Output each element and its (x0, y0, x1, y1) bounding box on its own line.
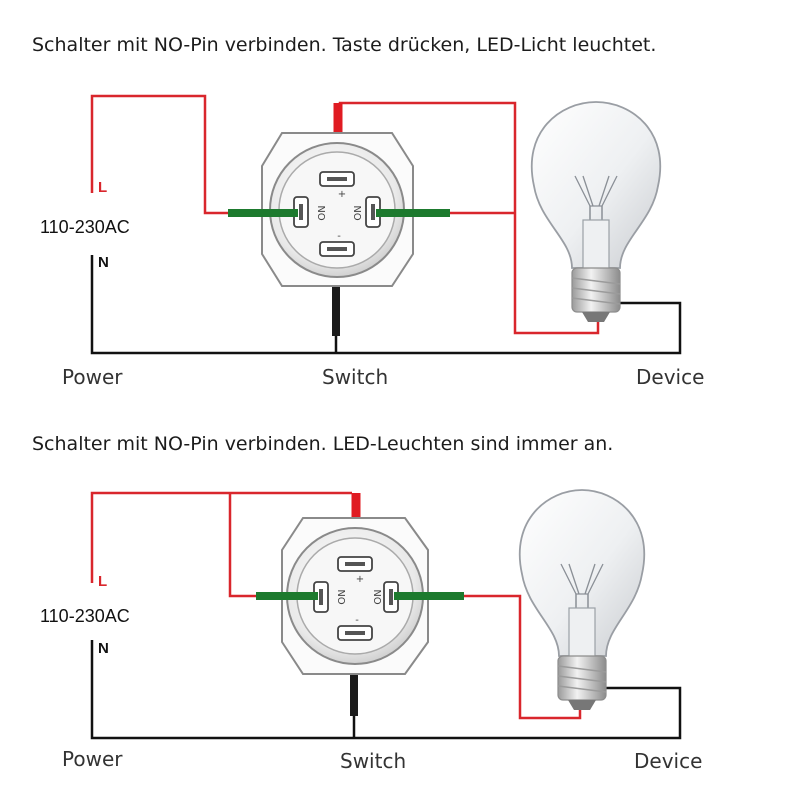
diagram-2: + NO NO - L 110-230AC N Power Switch Dev… (40, 489, 702, 773)
push-button-switch: + NO NO - (261, 132, 414, 287)
pin-minus-label: - (337, 231, 341, 242)
live-wire-branch-to-no (228, 493, 258, 598)
pin-no-left-label: NO (335, 589, 346, 604)
neutral-label: N (98, 640, 109, 657)
live-label: L (98, 573, 107, 590)
pin-no-right-label: NO (351, 205, 362, 220)
pin-plus-label: + (356, 574, 364, 585)
neutral-wire (90, 640, 682, 740)
light-bulb (531, 101, 661, 322)
live-wire-power-to-switch (90, 94, 230, 215)
pin-wire-right-to-lamp (462, 594, 582, 720)
diagram-1-caption: Schalter mit NO-Pin verbinden. Taste drü… (32, 34, 657, 56)
live-wire-power (90, 491, 352, 583)
device-label: Device (634, 749, 702, 773)
pin-plus-label: + (338, 189, 346, 200)
push-button-switch: + NO NO - (281, 517, 429, 675)
switch-label: Switch (322, 365, 388, 389)
voltage-label: 110-230AC (40, 606, 130, 626)
light-bulb (519, 489, 645, 710)
pin-no-right-label: NO (371, 589, 382, 604)
pin-minus-label: - (355, 615, 359, 626)
diagram-1: + NO NO - L 110-230AC N Power Switch Dev… (40, 94, 704, 389)
switch-label: Switch (340, 749, 406, 773)
power-label: Power (62, 365, 123, 389)
live-label: L (98, 179, 107, 196)
device-label: Device (636, 365, 704, 389)
neutral-label: N (98, 254, 109, 271)
pin-no-left-label: NO (315, 205, 326, 220)
voltage-label: 110-230AC (40, 217, 130, 237)
diagram-2-caption: Schalter mit NO-Pin verbinden. LED-Leuch… (32, 433, 614, 455)
power-label: Power (62, 747, 123, 771)
neutral-wire (90, 255, 682, 355)
